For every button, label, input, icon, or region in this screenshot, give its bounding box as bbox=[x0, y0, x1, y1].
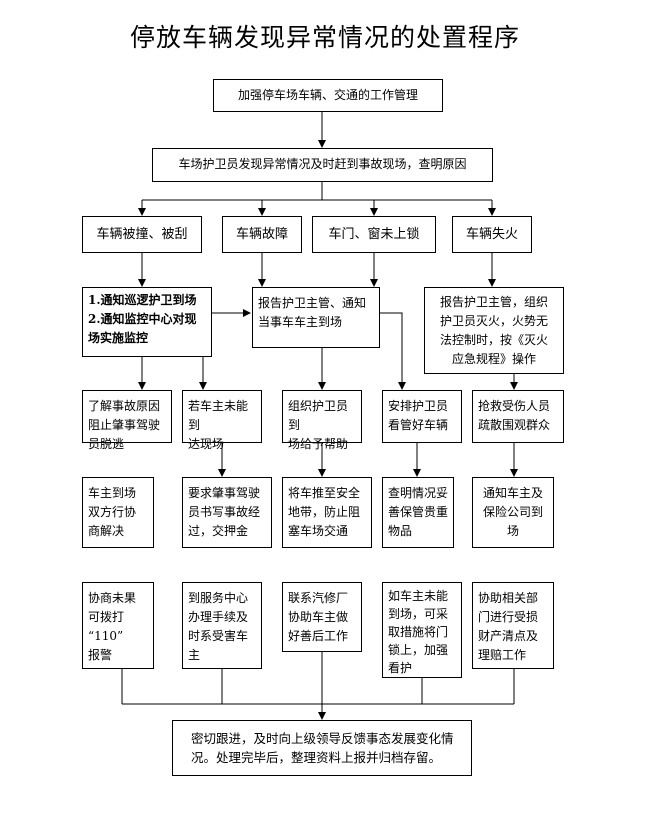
node-notify-insurance-label: 通知车主及 保险公司到 场 bbox=[482, 486, 543, 538]
node-organize-help: 组织护卫员到 场给予帮助 bbox=[282, 390, 362, 451]
node-owner-absent-lock-label: 如车主未能 到场，可采 取措施将门 锁上，加强 看护 bbox=[388, 589, 449, 675]
node-organize-help-label: 组织护卫员到 场给予帮助 bbox=[288, 399, 349, 451]
node-push-safe-label: 将车推至安全 地带，防止阻 塞车场交通 bbox=[288, 486, 361, 538]
node-cat-fault-label: 车辆故障 bbox=[235, 227, 288, 242]
node-assist-claims-label: 协助相关部 门进行受损 财产清点及 理赔工作 bbox=[478, 591, 539, 662]
node-check-valuables: 查明情况妥 善保管贵重 物品 bbox=[382, 477, 454, 548]
page-title: 停放车辆发现异常情况的处置程序 bbox=[129, 23, 520, 52]
node-investigate-label: 了解事故原因 阻止肇事驾驶 员脱逃 bbox=[88, 399, 161, 451]
node-notify-patrol: 1.通知巡逻护卫到场 2.通知监控中心对现 场实施监控 bbox=[82, 287, 212, 357]
node-guard-vehicle-label: 安排护卫员 看管好车辆 bbox=[388, 399, 449, 432]
node-discover-label: 车场护卫员发现异常情况及时赶到事故现场，查明原因 bbox=[178, 157, 467, 171]
node-report-fire: 报告护卫主管，组织 护卫员灭火，火势无 法控制时，按《灭火 应急规程》操作 bbox=[424, 287, 564, 374]
node-negotiate-label: 车主到场 双方行协 商解决 bbox=[88, 486, 137, 538]
node-cat-fault: 车辆故障 bbox=[222, 216, 302, 253]
node-owner-absent: 若车主未能到 达现场 bbox=[182, 390, 262, 451]
node-cat-unlocked: 车门、窗未上锁 bbox=[312, 216, 436, 253]
node-investigate: 了解事故原因 阻止肇事驾驶 员脱逃 bbox=[82, 390, 172, 451]
node-top: 加强停车场车辆、交通的工作管理 bbox=[213, 79, 443, 112]
node-report-owner-label: 报告护卫主管、通知 当事车车主到场 bbox=[258, 296, 367, 329]
node-service-center-label: 到服务中心 办理手续及 时系受害车 主 bbox=[188, 591, 249, 662]
node-cat-unlocked-label: 车门、窗未上锁 bbox=[328, 227, 420, 242]
node-call-110: 协商未果 可拨打 “110” 报警 bbox=[82, 582, 154, 669]
node-rescue: 抢救受伤人员 疏散围观群众 bbox=[472, 390, 564, 443]
node-negotiate: 车主到场 双方行协 商解决 bbox=[82, 477, 154, 548]
node-cat-fire-label: 车辆失火 bbox=[465, 227, 518, 242]
node-final-label: 密切跟进，及时向上级领导反馈事态发展变化情 况。处理完毕后，整理资料上报并归档存… bbox=[191, 731, 454, 765]
node-report-fire-label: 报告护卫主管，组织 护卫员灭火，火势无 法控制时，按《灭火 应急规程》操作 bbox=[439, 295, 548, 366]
node-contact-repair: 联系汽修厂 协助车主做 好善后工作 bbox=[282, 582, 362, 652]
node-rescue-label: 抢救受伤人员 疏散围观群众 bbox=[478, 399, 551, 432]
node-owner-absent-lock: 如车主未能 到场，可采 取措施将门 锁上，加强 看护 bbox=[382, 582, 462, 678]
node-notify-insurance: 通知车主及 保险公司到 场 bbox=[472, 477, 554, 548]
node-contact-repair-label: 联系汽修厂 协助车主做 好善后工作 bbox=[288, 591, 349, 643]
node-guard-vehicle: 安排护卫员 看管好车辆 bbox=[382, 390, 462, 443]
node-report-owner: 报告护卫主管、通知 当事车车主到场 bbox=[252, 287, 380, 348]
node-owner-absent-label: 若车主未能到 达现场 bbox=[188, 399, 249, 451]
node-require-report: 要求肇事驾驶 员书写事故经 过，交押金 bbox=[182, 477, 272, 548]
node-push-safe: 将车推至安全 地带，防止阻 塞车场交通 bbox=[282, 477, 372, 548]
node-discover: 车场护卫员发现异常情况及时赶到事故现场，查明原因 bbox=[152, 148, 493, 182]
node-cat-scratch: 车辆被撞、被刮 bbox=[82, 216, 202, 253]
node-top-label: 加强停车场车辆、交通的工作管理 bbox=[237, 88, 418, 102]
node-final: 密切跟进，及时向上级领导反馈事态发展变化情 况。处理完毕后，整理资料上报并归档存… bbox=[172, 720, 472, 776]
node-notify-patrol-label: 1.通知巡逻护卫到场 2.通知监控中心对现 场实施监控 bbox=[88, 293, 197, 345]
arrow-report-to-guard bbox=[380, 312, 406, 390]
node-require-report-label: 要求肇事驾驶 员书写事故经 过，交押金 bbox=[188, 486, 261, 538]
node-cat-fire: 车辆失火 bbox=[452, 216, 532, 253]
node-cat-scratch-label: 车辆被撞、被刮 bbox=[96, 227, 188, 242]
node-call-110-label: 协商未果 可拨打 “110” 报警 bbox=[88, 591, 137, 662]
node-service-center: 到服务中心 办理手续及 时系受害车 主 bbox=[182, 582, 262, 669]
node-check-valuables-label: 查明情况妥 善保管贵重 物品 bbox=[388, 486, 449, 538]
node-assist-claims: 协助相关部 门进行受损 财产清点及 理赔工作 bbox=[472, 582, 554, 669]
